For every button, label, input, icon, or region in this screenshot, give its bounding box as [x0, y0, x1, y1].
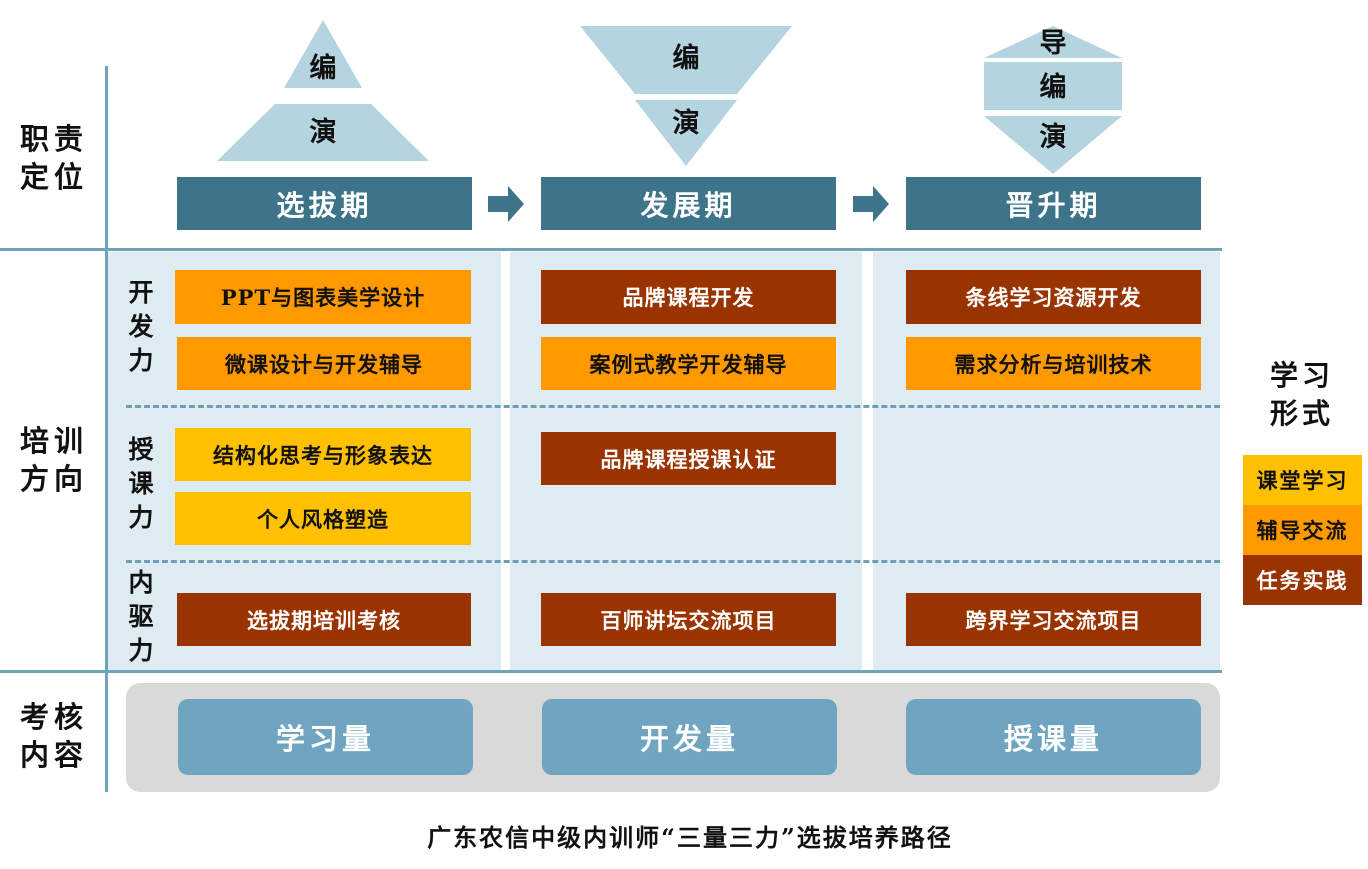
course-ppt-design: PPT与图表美学设计 [175, 270, 471, 324]
arrow-right-icon [853, 186, 889, 222]
sub-label-drive: 内 驱 力 [128, 568, 154, 665]
legend-classroom: 课堂学习 [1243, 455, 1362, 505]
pyramid-text-top: 编 [310, 52, 337, 84]
arrow-right-icon [488, 186, 524, 222]
inverted-text-bottom: 演 [673, 107, 700, 139]
diamond-text-middle: 编 [1040, 71, 1067, 103]
phase-development: 发展期 [541, 177, 836, 230]
phase-selection: 选拔期 [177, 177, 472, 230]
diamond-shape: 导 编 演 [984, 26, 1122, 174]
course-personal-style: 个人风格塑造 [175, 492, 471, 545]
legend-practice: 任务实践 [1243, 555, 1362, 605]
dashed-separator-2 [126, 560, 1220, 563]
diamond-text-bottom: 演 [1040, 121, 1067, 153]
course-brand-certification: 品牌课程授课认证 [541, 432, 836, 485]
pyramid-shape: 编 演 [217, 20, 429, 161]
diagram-caption: 广东农信中级内训师“三量三力”选拔培养路径 [427, 823, 953, 852]
legend-title: 学习 形式 [1269, 359, 1334, 430]
course-crossover-exchange: 跨界学习交流项目 [906, 593, 1201, 646]
course-resource-development: 条线学习资源开发 [906, 270, 1201, 324]
sub-label-develop: 开 发 力 [128, 278, 154, 375]
left-divider-line [105, 66, 108, 792]
course-forum-exchange: 百师讲坛交流项目 [541, 593, 836, 646]
assessment-teaching: 授课量 [906, 699, 1201, 775]
pyramid-text-bottom: 演 [310, 116, 337, 148]
inverted-pyramid-shape: 编 演 [580, 26, 792, 166]
course-needs-analysis: 需求分析与培训技术 [906, 337, 1201, 390]
assessment-development: 开发量 [542, 699, 837, 775]
row-label-assessment: 考核 内容 [19, 700, 88, 772]
row-label-role: 职责 定位 [19, 122, 88, 194]
row-label-training: 培训 方向 [19, 424, 88, 496]
sub-label-teach: 授 课 力 [128, 435, 154, 532]
course-micro-course: 微课设计与开发辅导 [177, 337, 471, 390]
course-case-teaching: 案例式教学开发辅导 [541, 337, 836, 390]
phase-promotion: 晋升期 [906, 177, 1201, 230]
divider-role-training [0, 248, 1222, 251]
inverted-text-top: 编 [673, 42, 700, 74]
course-selection-assessment: 选拔期培训考核 [177, 593, 471, 646]
course-structured-thinking: 结构化思考与形象表达 [175, 428, 471, 481]
assessment-learning: 学习量 [178, 699, 473, 775]
legend-coaching: 辅导交流 [1243, 505, 1362, 555]
course-brand-development: 品牌课程开发 [541, 270, 836, 324]
diamond-text-top: 导 [1040, 28, 1067, 59]
divider-training-assessment [0, 670, 1222, 673]
dashed-separator-1 [126, 405, 1220, 408]
